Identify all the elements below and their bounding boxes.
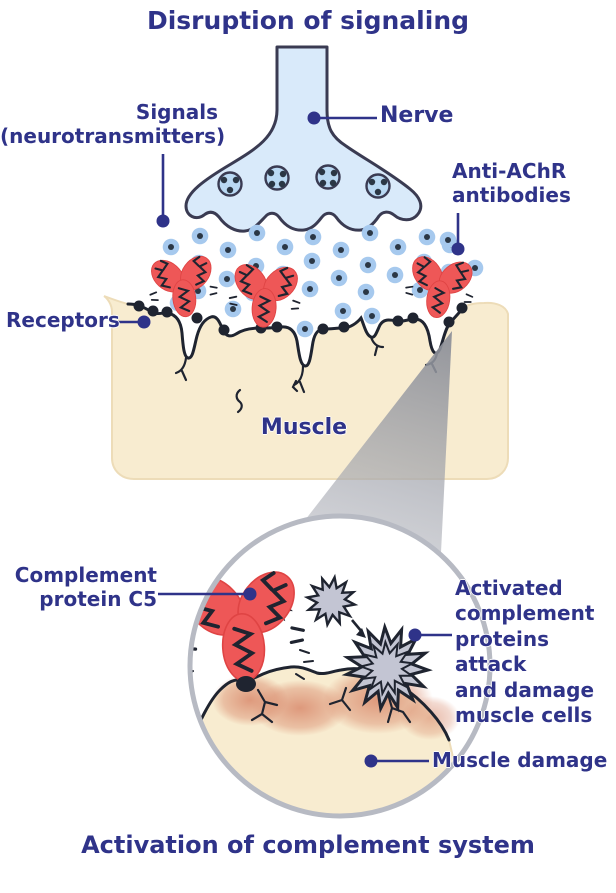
neurotransmitter-icon	[248, 224, 266, 242]
complement-protein-icon	[303, 573, 359, 629]
receptor-dot-icon	[191, 312, 203, 324]
neurotransmitter-icon	[389, 238, 407, 256]
receptor-dot-icon	[338, 321, 350, 333]
neurotransmitter-icon	[219, 241, 237, 259]
neurotransmitter-icon	[301, 280, 319, 298]
receptor-dot-icon	[271, 321, 283, 333]
label-activated-complement: Activated complement proteins attack and…	[455, 576, 595, 727]
title-disruption: Disruption of signaling	[146, 6, 470, 35]
neurotransmitter-icon	[357, 283, 375, 301]
activation-arrow-icon	[351, 619, 366, 638]
receptor-dot-icon	[161, 306, 173, 318]
receptor-dot-icon	[443, 316, 455, 328]
label-receptors: Receptors	[6, 308, 120, 332]
label-muscle-damage: Muscle damage	[432, 748, 608, 772]
label-signals: Signals (neurotransmitters)	[0, 100, 226, 148]
activated-complement-inner-detail	[357, 638, 416, 697]
label-anti-achr: Anti-AChR antibodies	[452, 159, 571, 207]
neurotransmitter-icon	[303, 252, 321, 270]
antibody-attachment-dot	[236, 676, 256, 692]
neurotransmitter-icon	[330, 269, 348, 287]
label-muscle: Muscle	[260, 415, 348, 440]
nerve-terminal	[184, 45, 423, 233]
label-nerve: Nerve	[380, 103, 454, 128]
receptor-dot-icon	[218, 324, 230, 336]
receptor-dot-icon	[147, 305, 159, 317]
neurotransmitter-icon	[162, 238, 180, 256]
neurotransmitter-icon	[359, 256, 377, 274]
neurotransmitter-icon	[296, 320, 314, 338]
neurotransmitter-icon	[418, 228, 436, 246]
neurotransmitter-icon	[218, 270, 236, 288]
neurotransmitter-icon	[332, 241, 350, 259]
receptor-dot-icon	[392, 315, 404, 327]
receptor-dot-icon	[456, 302, 468, 314]
complement-proteins-group	[249, 573, 433, 714]
neurotransmitter-icon	[439, 231, 457, 249]
neurotransmitter-icon	[363, 307, 381, 325]
muscle-damage-cracks	[250, 686, 412, 724]
neurotransmitter-icon	[361, 224, 379, 242]
neurotransmitter-icon	[191, 227, 209, 245]
label-complement-c5: Complement protein C5	[14, 563, 157, 611]
neurotransmitter-icon	[304, 228, 322, 246]
antibody-icon	[223, 255, 307, 331]
magnified-view-circle	[187, 513, 493, 819]
neurotransmitter-icon	[334, 302, 352, 320]
neurotransmitter-icon	[276, 238, 294, 256]
receptor-dot-icon	[317, 323, 329, 335]
synaptic-vesicles	[217, 164, 391, 199]
leader-lines	[117, 111, 465, 768]
neurotransmitter-icon	[224, 300, 242, 318]
receptor-dot-icon	[407, 312, 419, 324]
title-complement-activation: Activation of complement system	[81, 831, 535, 859]
neurotransmitter-icon	[386, 266, 404, 284]
receptor-dot-icon	[133, 300, 145, 312]
